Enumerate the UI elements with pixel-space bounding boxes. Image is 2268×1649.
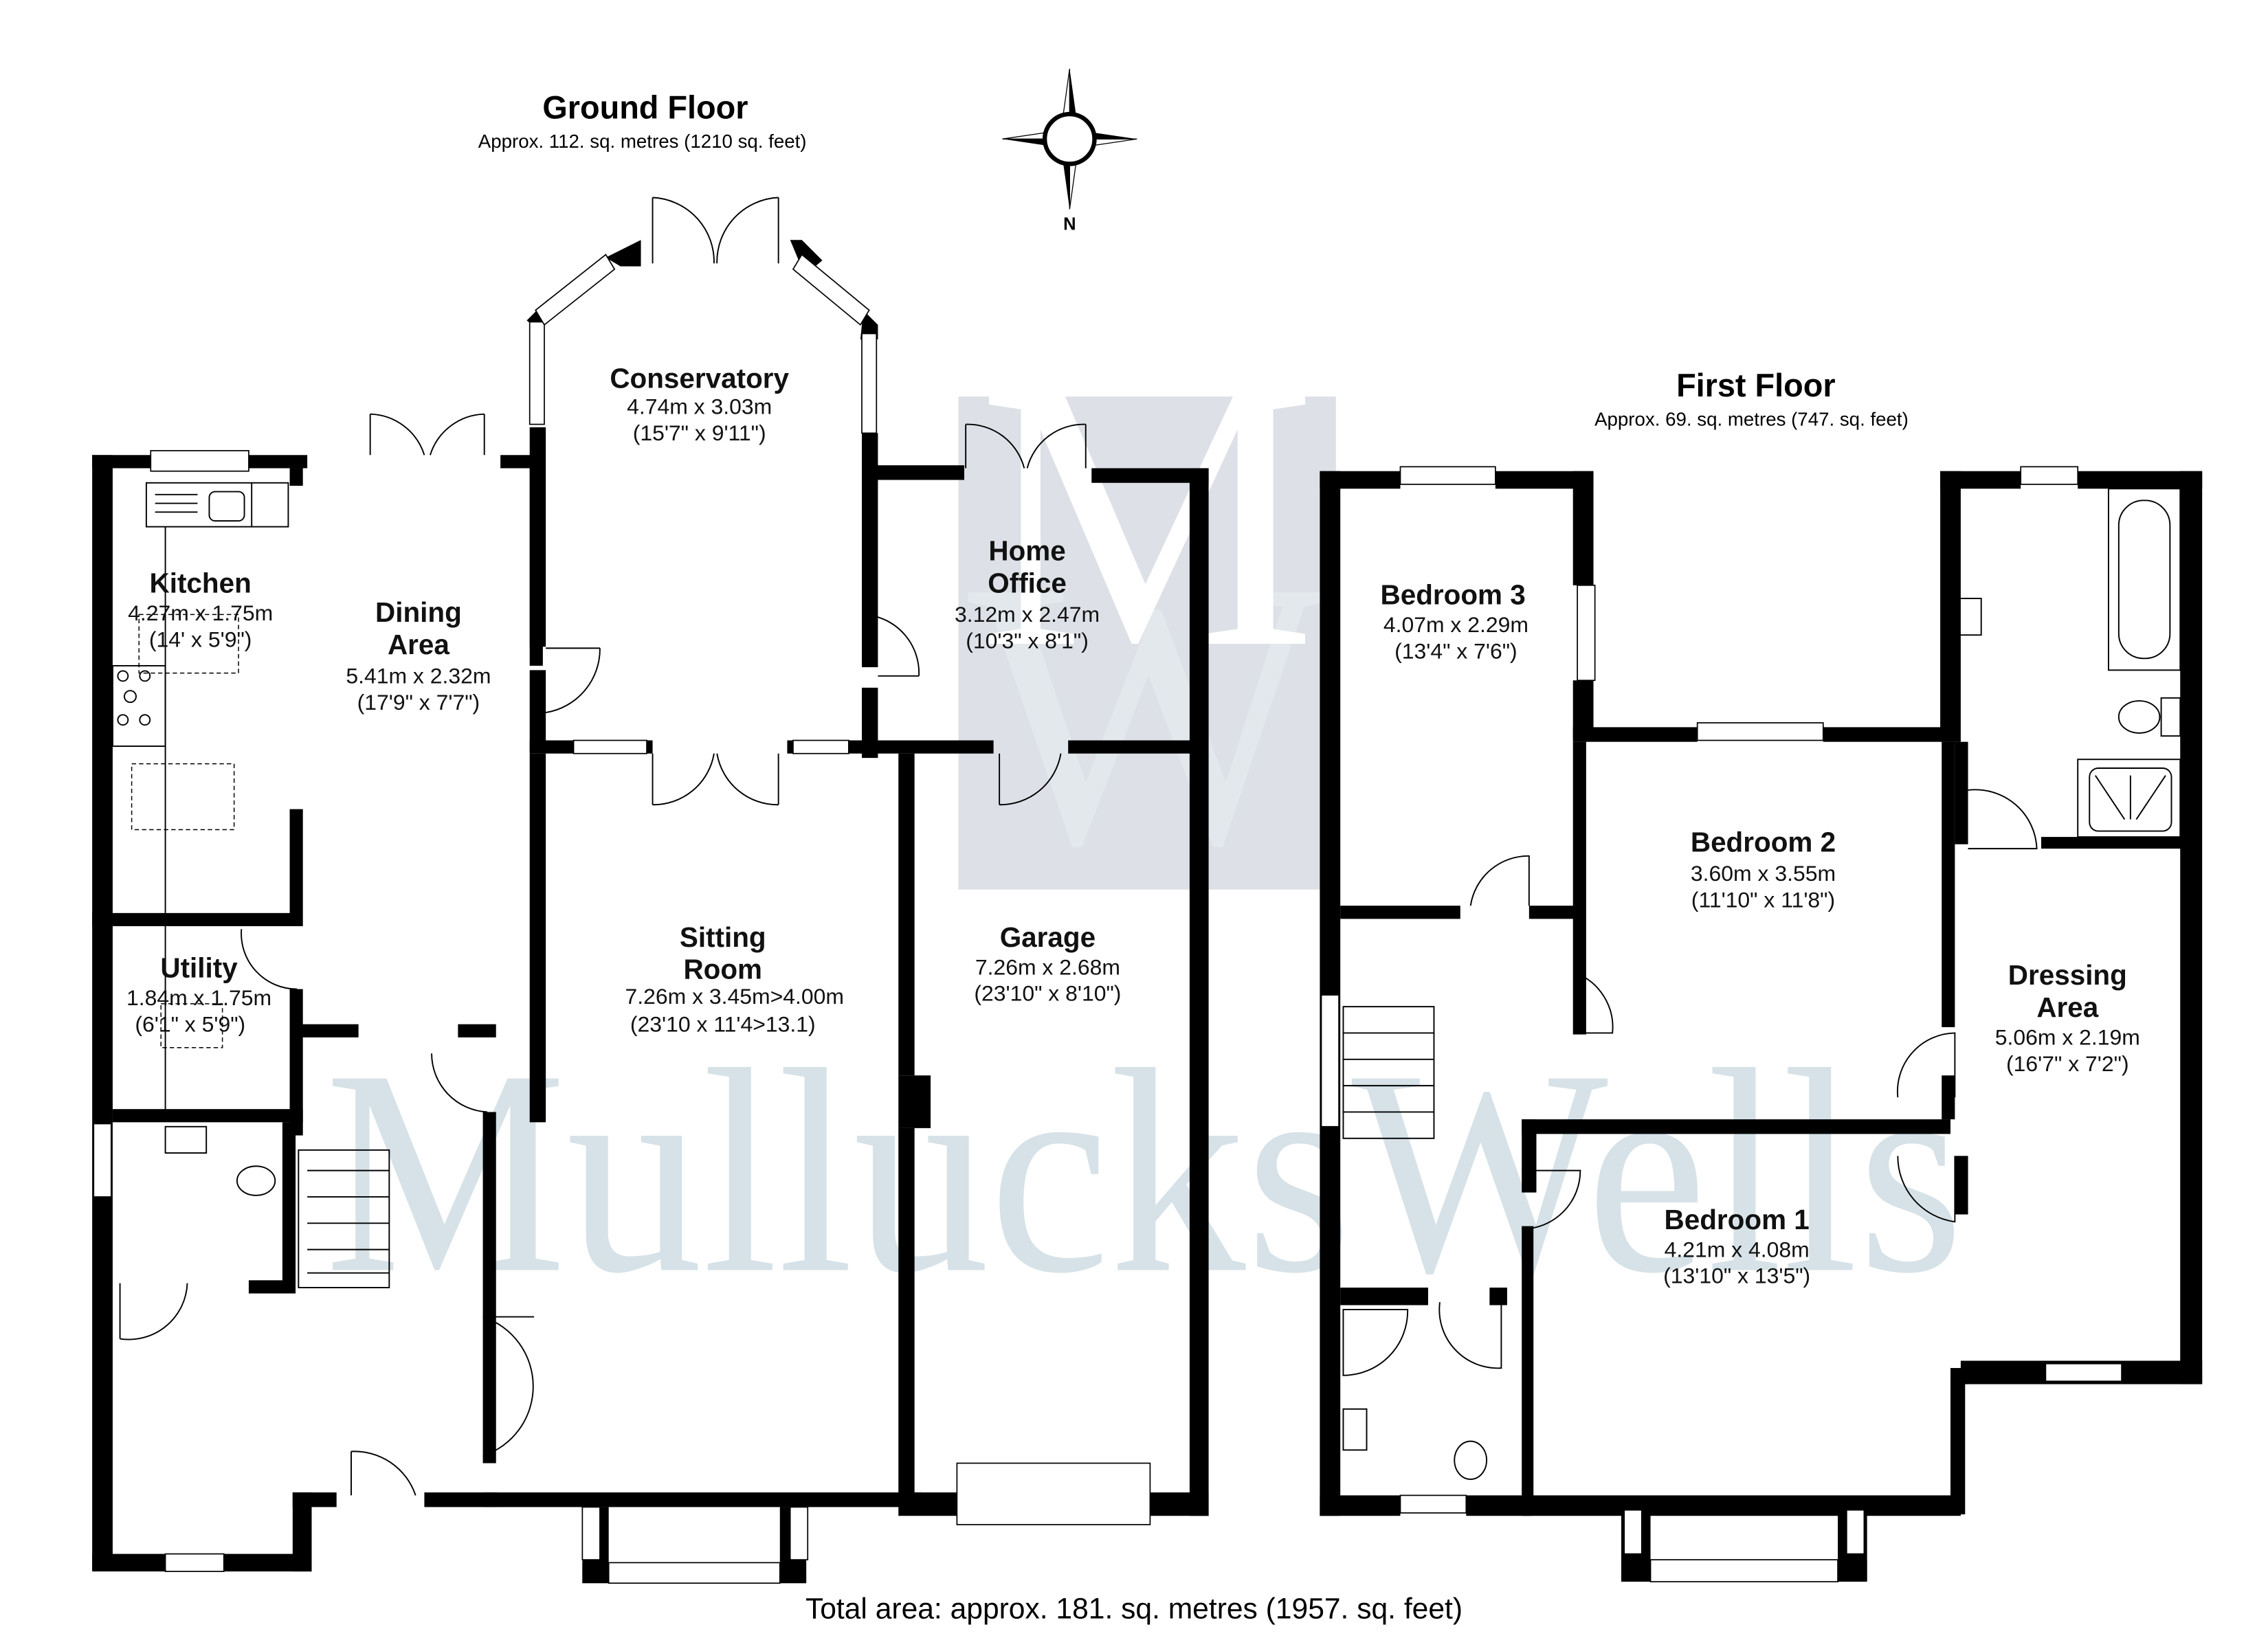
svg-text:(10'3" x 8'1"): (10'3" x 8'1") bbox=[966, 628, 1089, 653]
first-floor-doors bbox=[1438, 789, 2038, 1369]
svg-text:Dressing: Dressing bbox=[2008, 959, 2127, 991]
svg-text:(23'10 x 11'4>13.1): (23'10 x 11'4>13.1) bbox=[630, 1011, 816, 1036]
svg-text:(16'7" x 7'2"): (16'7" x 7'2") bbox=[2006, 1051, 2129, 1076]
ground-floor-area: Approx. 112. sq. metres (1210 sq. feet) bbox=[478, 131, 807, 152]
room-bedroom-2: Bedroom 2 3.60m x 3.55m (11'10" x 11'8") bbox=[1691, 826, 1836, 912]
svg-text:Room: Room bbox=[683, 954, 762, 985]
svg-text:Garage: Garage bbox=[1000, 921, 1096, 953]
svg-text:Dining: Dining bbox=[375, 596, 462, 628]
room-conservatory: Conservatory 4.74m x 3.03m (15'7" x 9'11… bbox=[610, 362, 789, 445]
svg-text:Home: Home bbox=[988, 535, 1065, 567]
svg-text:Office: Office bbox=[988, 567, 1067, 598]
svg-text:(13'10" x 13'5"): (13'10" x 13'5") bbox=[1663, 1264, 1810, 1288]
first-floor-title: First Floor bbox=[1676, 368, 1836, 403]
svg-text:(23'10" x 8'10"): (23'10" x 8'10") bbox=[974, 981, 1121, 1006]
room-home-office: Home Office 3.12m x 2.47m (10'3" x 8'1") bbox=[955, 535, 1100, 653]
room-bedroom-1: Bedroom 1 4.21m x 4.08m (13'10" x 13'5") bbox=[1663, 1204, 1810, 1288]
kitchen-sink-icon bbox=[208, 491, 245, 522]
room-bedroom-3: Bedroom 3 4.07m x 2.29m (13'4" x 7'6") bbox=[1381, 579, 1528, 663]
svg-text:4.27m x 1.75m: 4.27m x 1.75m bbox=[128, 601, 273, 625]
ensuite-toilet-icon bbox=[1454, 1440, 1488, 1480]
room-sitting-room: Sitting Room 7.26m x 3.45m>4.00m (23'10 … bbox=[625, 921, 844, 1037]
svg-text:Conservatory: Conservatory bbox=[610, 362, 789, 394]
svg-text:M: M bbox=[978, 305, 1316, 726]
first-floor-area: Approx. 69. sq. metres (747. sq. feet) bbox=[1594, 409, 1909, 430]
ground-floor-doors bbox=[119, 197, 1087, 1496]
corner-shower-icon bbox=[1342, 1308, 1409, 1376]
shower-icon bbox=[2077, 759, 2181, 838]
svg-text:Utility: Utility bbox=[160, 952, 238, 984]
ground-floor-windows bbox=[93, 254, 1151, 1584]
svg-text:(14' x 5'9"): (14' x 5'9") bbox=[149, 627, 252, 651]
room-utility: Utility 1.84m x 1.75m (6'1" x 5'9") bbox=[126, 952, 271, 1037]
svg-text:Kitchen: Kitchen bbox=[150, 567, 252, 598]
svg-text:4.21m x 4.08m: 4.21m x 4.08m bbox=[1665, 1237, 1810, 1261]
svg-text:(17'9" x 7'7"): (17'9" x 7'7") bbox=[357, 690, 480, 715]
hob-icon bbox=[117, 670, 151, 726]
svg-text:Bedroom 1: Bedroom 1 bbox=[1665, 1204, 1810, 1235]
room-kitchen: Kitchen 4.27m x 1.75m (14' x 5'9") bbox=[128, 567, 273, 651]
svg-text:(6'1" x 5'9"): (6'1" x 5'9") bbox=[135, 1011, 245, 1036]
ground-floor-title: Ground Floor bbox=[542, 89, 748, 125]
svg-text:Area: Area bbox=[388, 629, 449, 660]
svg-text:1.84m x 1.75m: 1.84m x 1.75m bbox=[126, 985, 271, 1010]
basin-icon bbox=[1951, 598, 1982, 636]
svg-text:7.26m x 3.45m>4.00m: 7.26m x 3.45m>4.00m bbox=[625, 984, 844, 1009]
svg-text:(15'7" x 9'11"): (15'7" x 9'11") bbox=[633, 420, 766, 445]
total-area: Total area: approx. 181. sq. metres (195… bbox=[805, 1592, 1463, 1625]
svg-text:5.41m x 2.32m: 5.41m x 2.32m bbox=[346, 663, 491, 688]
svg-text:Bedroom 3: Bedroom 3 bbox=[1381, 579, 1526, 610]
svg-text:Area: Area bbox=[2036, 991, 2098, 1023]
watermark-text: MullucksWells bbox=[325, 1010, 1964, 1334]
room-dressing-area: Dressing Area 5.06m x 2.19m (16'7" x 7'2… bbox=[1995, 959, 2140, 1076]
svg-text:4.07m x 2.29m: 4.07m x 2.29m bbox=[1383, 612, 1528, 637]
svg-text:3.60m x 3.55m: 3.60m x 3.55m bbox=[1691, 861, 1836, 886]
room-garage: Garage 7.26m x 2.68m (23'10" x 8'10") bbox=[974, 921, 1121, 1006]
svg-text:5.06m x 2.19m: 5.06m x 2.19m bbox=[1995, 1024, 2140, 1049]
first-floor-windows bbox=[1320, 466, 2122, 1582]
svg-text:W: W bbox=[968, 502, 1331, 923]
svg-text:3.12m x 2.47m: 3.12m x 2.47m bbox=[955, 602, 1100, 627]
ensuite-basin-icon bbox=[1342, 1408, 1368, 1451]
toilet-icon bbox=[236, 1165, 276, 1196]
svg-text:4.74m x 3.03m: 4.74m x 3.03m bbox=[627, 394, 772, 419]
compass-north-label: N bbox=[1063, 214, 1076, 234]
bath-icon bbox=[2117, 500, 2171, 660]
svg-text:(13'4" x 7'6"): (13'4" x 7'6") bbox=[1394, 638, 1517, 663]
svg-text:7.26m x 2.68m: 7.26m x 2.68m bbox=[975, 954, 1120, 979]
svg-text:Bedroom 2: Bedroom 2 bbox=[1691, 826, 1836, 857]
svg-text:(11'10" x 11'8"): (11'10" x 11'8") bbox=[1691, 887, 1835, 912]
room-dining-area: Dining Area 5.41m x 2.32m (17'9" x 7'7") bbox=[346, 596, 491, 715]
bathroom-fixtures bbox=[1342, 488, 2181, 1480]
ground-floor-stairs-icon bbox=[164, 1125, 390, 1288]
ground-floor-walls bbox=[92, 240, 1209, 1584]
first-floor-stairs-icon bbox=[1342, 1006, 1435, 1139]
kitchen-fixtures bbox=[111, 482, 289, 1110]
svg-text:Sitting: Sitting bbox=[680, 921, 766, 953]
compass-rose-icon: N bbox=[1002, 69, 1137, 234]
basin-icon bbox=[164, 1125, 208, 1154]
